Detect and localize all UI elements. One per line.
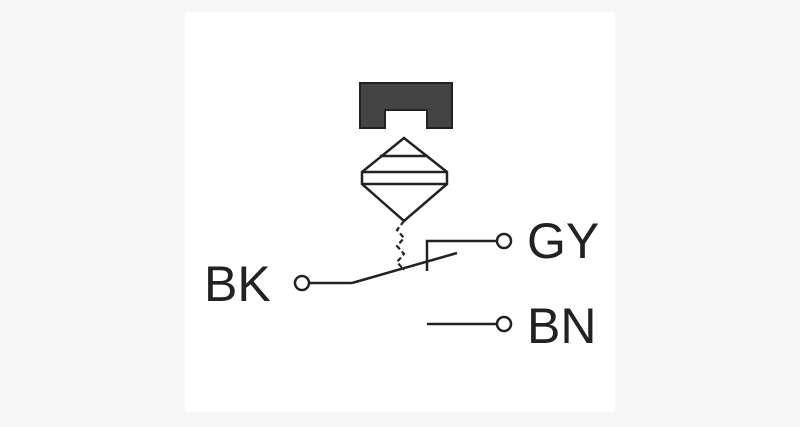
target-actuator [359, 82, 453, 129]
terminal-label-gy: GY [527, 213, 599, 269]
terminal-bn-connector [495, 315, 513, 333]
terminal-label-bk: BK [204, 256, 271, 312]
switch-lever [351, 251, 458, 285]
diagram-background [185, 12, 615, 412]
mechanical-link [395, 220, 406, 271]
terminal-gy-wire [425, 239, 497, 271]
terminal-bk-connector [293, 274, 311, 292]
terminal-gy-connector [495, 232, 513, 250]
proximity-sensor-symbol [360, 136, 449, 223]
terminal-label-bn: BN [527, 298, 596, 354]
